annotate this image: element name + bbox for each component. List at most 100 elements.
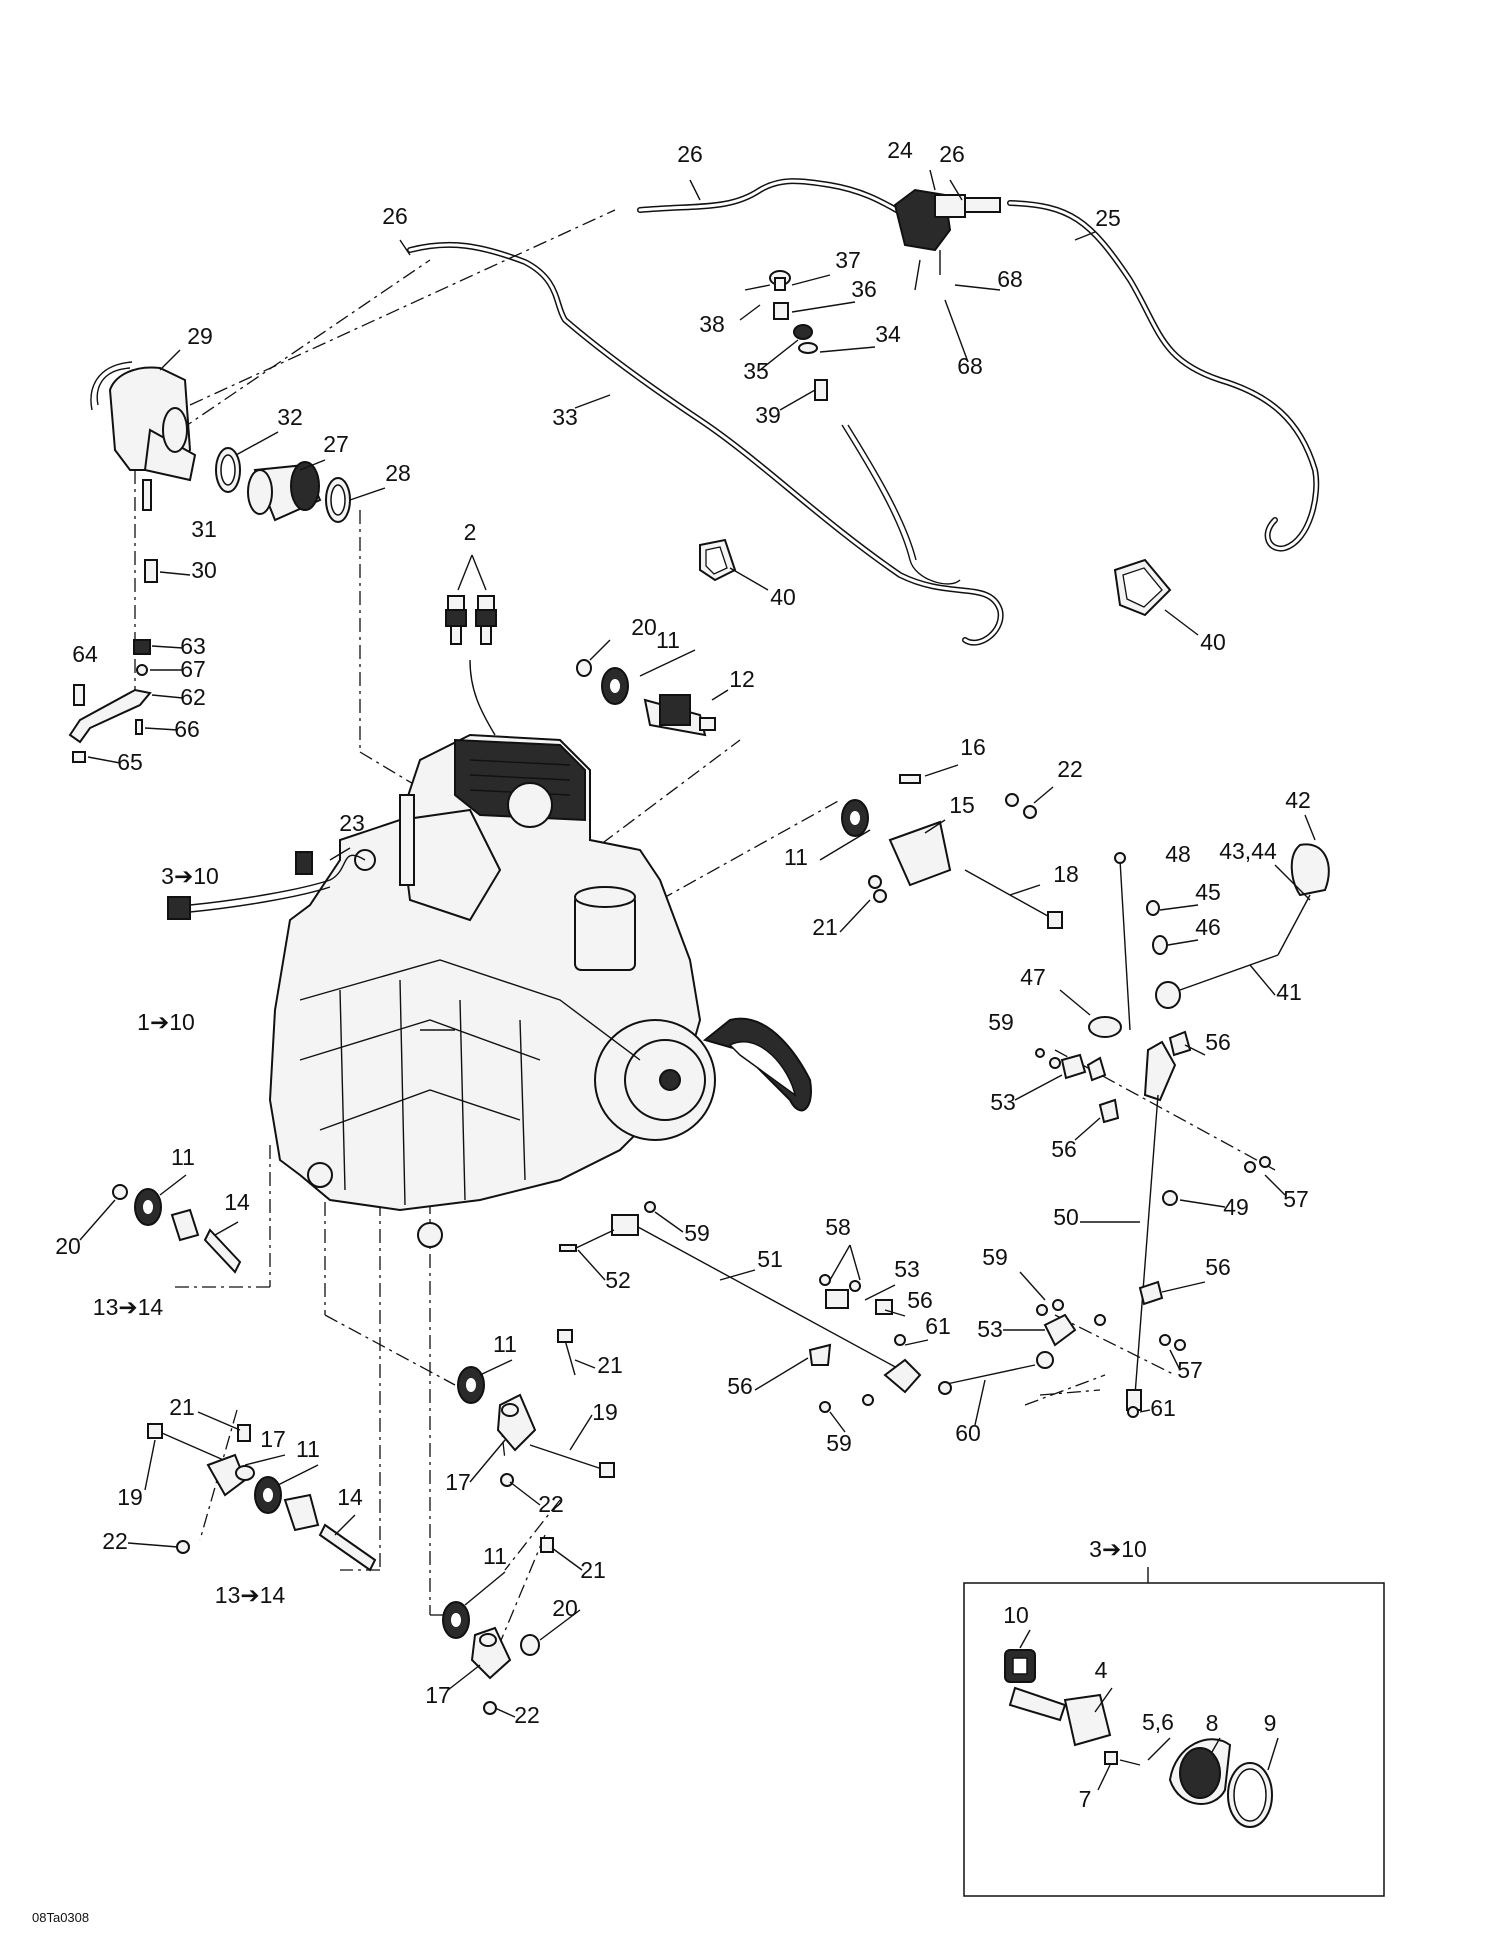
callout-c45: 45 xyxy=(1195,879,1221,905)
callout-c21a: 21 xyxy=(812,914,838,940)
callout-c48: 48 xyxy=(1165,841,1191,867)
spark-plugs xyxy=(445,554,497,736)
upper-hose-26 xyxy=(637,178,908,218)
callout-c53b: 53 xyxy=(894,1256,920,1282)
callout-c11e: 11 xyxy=(296,1436,320,1462)
shift-lever xyxy=(1088,843,1330,1411)
callout-c26a: 26 xyxy=(677,141,703,167)
callout-c20a: 20 xyxy=(631,614,657,640)
callout-c20c: 20 xyxy=(552,1595,578,1621)
callout-c40a: 40 xyxy=(770,584,796,610)
figure-code: 08Ta0308 xyxy=(32,1910,89,1925)
callout-c59b: 59 xyxy=(684,1220,710,1246)
callout-c53c: 53 xyxy=(977,1316,1003,1342)
callout-c11f: 11 xyxy=(483,1543,507,1569)
gasket-40-right xyxy=(1113,558,1172,617)
callout-c2: 2 xyxy=(464,519,477,545)
leader-lines xyxy=(79,169,1316,1791)
callout-c37: 37 xyxy=(835,247,861,273)
callout-c5: 5,6 xyxy=(1142,1709,1174,1735)
callout-c51: 51 xyxy=(757,1246,783,1272)
callout-c68a: 68 xyxy=(997,266,1023,292)
callout-c63: 63 xyxy=(180,633,206,659)
callout-c40b: 40 xyxy=(1200,629,1226,655)
callout-c3b: 3➔10 xyxy=(1089,1536,1147,1562)
callout-c12: 12 xyxy=(729,666,755,692)
bracket-15 xyxy=(841,774,1063,929)
callout-c46: 46 xyxy=(1195,914,1221,940)
intake-clamp-28 xyxy=(325,477,351,523)
callout-c57a: 57 xyxy=(1283,1186,1309,1212)
engine xyxy=(268,733,812,1248)
grommet-11-top xyxy=(601,667,629,705)
callout-c64: 64 xyxy=(72,641,98,667)
callout-c28: 28 xyxy=(385,460,411,486)
shift-linkage xyxy=(559,1030,1271,1418)
callout-c62: 62 xyxy=(180,684,206,710)
breather-hose-33 xyxy=(407,241,1004,646)
callout-c56a: 56 xyxy=(1205,1029,1231,1055)
callout-c3a: 3➔10 xyxy=(161,863,219,889)
wiring-harness xyxy=(167,851,366,920)
callout-c67: 67 xyxy=(180,656,206,682)
callout-c13b: 13➔14 xyxy=(215,1582,286,1608)
callout-c22d: 22 xyxy=(514,1702,540,1728)
callout-c11b: 11 xyxy=(784,844,808,870)
callout-c56c: 56 xyxy=(1205,1254,1231,1280)
mount-center-lower xyxy=(442,1537,554,1715)
callout-c11d: 11 xyxy=(493,1331,517,1357)
callout-c56e: 56 xyxy=(727,1373,753,1399)
callout-c61b: 61 xyxy=(1150,1395,1176,1421)
callout-c26b: 26 xyxy=(939,141,965,167)
fitting-12 xyxy=(643,694,716,737)
callout-c19a: 19 xyxy=(592,1399,618,1425)
callout-c32: 32 xyxy=(277,404,303,430)
callout-c17a: 17 xyxy=(260,1426,286,1452)
callout-c38: 38 xyxy=(699,311,725,337)
callout-c59a: 59 xyxy=(988,1009,1014,1035)
callout-c26c: 26 xyxy=(382,203,408,229)
callout-c4: 4 xyxy=(1095,1657,1108,1683)
nut-20-top xyxy=(576,659,592,677)
callout-c9: 9 xyxy=(1264,1710,1277,1736)
callout-c8: 8 xyxy=(1206,1710,1219,1736)
callout-c22b: 22 xyxy=(538,1491,564,1517)
callout-c49: 49 xyxy=(1223,1194,1249,1220)
callout-c1: 1➔10 xyxy=(137,1009,195,1035)
callout-c65: 65 xyxy=(117,749,143,775)
callout-c14a: 14 xyxy=(224,1189,250,1215)
callout-c50: 50 xyxy=(1053,1204,1079,1230)
callout-c33: 33 xyxy=(552,404,578,430)
callout-c59c: 59 xyxy=(982,1244,1008,1270)
callout-c16: 16 xyxy=(960,734,986,760)
callout-c21c: 21 xyxy=(169,1394,195,1420)
callout-c30: 30 xyxy=(191,557,217,583)
callout-c60: 60 xyxy=(955,1420,981,1446)
callout-c14b: 14 xyxy=(337,1484,363,1510)
mount-center-upper xyxy=(457,1329,615,1487)
callout-c13a: 13➔14 xyxy=(93,1294,164,1320)
callout-c34: 34 xyxy=(875,321,901,347)
callout-c17c: 17 xyxy=(425,1682,451,1708)
callout-c56b: 56 xyxy=(1051,1136,1077,1162)
callout-c57b: 57 xyxy=(1177,1357,1203,1383)
callout-c58: 58 xyxy=(825,1214,851,1240)
callout-c22a: 22 xyxy=(1057,756,1083,782)
callout-c11c: 11 xyxy=(171,1144,195,1170)
throttle-housing-24 xyxy=(893,188,1001,291)
callout-c15: 15 xyxy=(949,792,975,818)
callout-c66: 66 xyxy=(174,716,200,742)
callout-c68b: 68 xyxy=(957,353,983,379)
callout-c59d: 59 xyxy=(826,1430,852,1456)
choke-parts xyxy=(744,270,828,401)
drain-fitting-30 xyxy=(144,559,158,583)
callout-c7: 7 xyxy=(1079,1786,1092,1812)
callout-c18: 18 xyxy=(1053,861,1079,887)
callout-c41: 41 xyxy=(1276,979,1302,1005)
callout-c39: 39 xyxy=(755,402,781,428)
callout-c17b: 17 xyxy=(445,1469,471,1495)
intake-adaptor-27 xyxy=(247,461,322,522)
callout-c56d: 56 xyxy=(907,1287,933,1313)
gasket-40-left xyxy=(699,538,737,582)
